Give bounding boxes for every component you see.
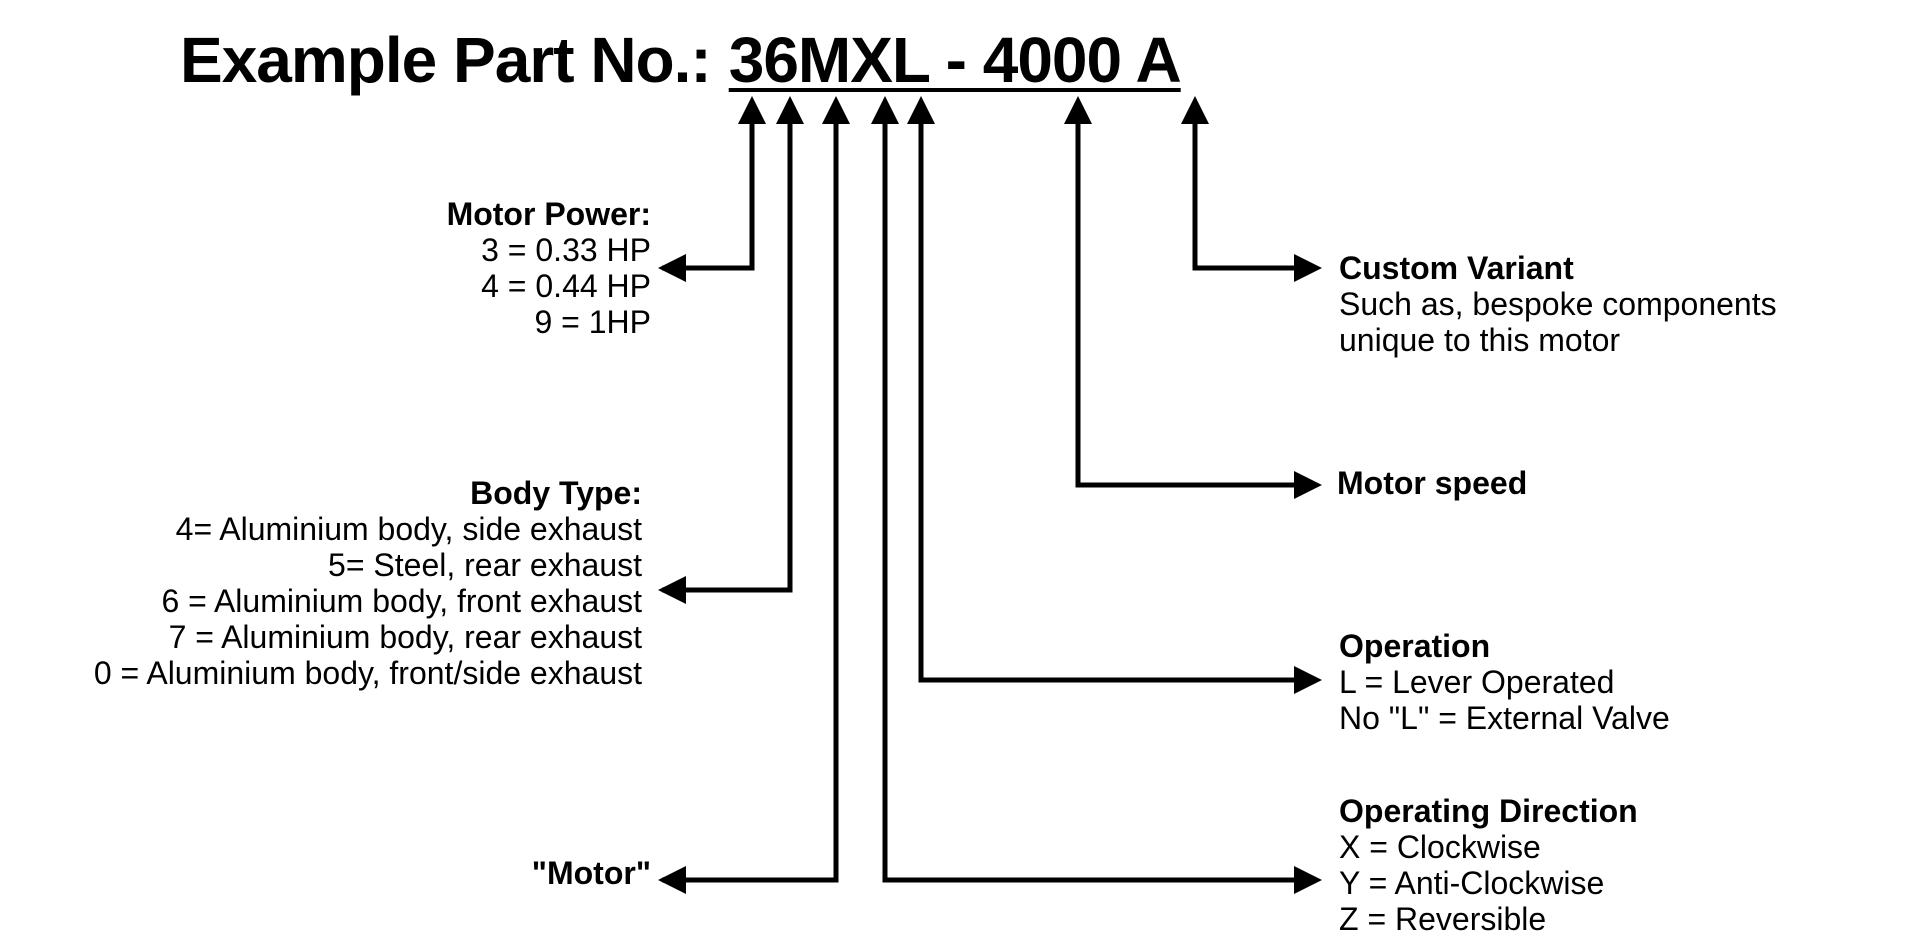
arrow-operating-direction — [882, 123, 1306, 883]
operating-direction-line: Y = Anti-Clockwise — [1339, 865, 1605, 901]
diagram-title: Example Part No.:36MXL - 4000 A — [180, 22, 1182, 98]
body-type-line: 6 = Aluminium body, front exhaust — [161, 583, 642, 619]
arrowhead-left-body-type — [658, 576, 686, 604]
body-type-line: 5= Steel, rear exhaust — [328, 547, 642, 583]
arrowhead-left-motor-power — [658, 254, 686, 282]
custom-variant-line: Such as, bespoke components — [1339, 286, 1777, 322]
arrowhead-up-3 — [738, 96, 766, 124]
arrowhead-up-6 — [776, 96, 804, 124]
part-number-code: 36MXL - 4000 A — [728, 24, 1182, 96]
motor-power-line: 9 = 1HP — [534, 304, 651, 340]
motor-power-label: Motor Power: 3 = 0.33 HP 4 = 0.44 HP 9 =… — [447, 196, 651, 340]
body-type-line: 4= Aluminium body, side exhaust — [175, 511, 642, 547]
arrowhead-up-4000 — [1064, 96, 1092, 124]
operation-heading: Operation — [1339, 628, 1491, 664]
operating-direction-label: Operating Direction X = Clockwise Y = An… — [1339, 793, 1638, 937]
body-type-heading: Body Type: — [470, 475, 642, 511]
arrow-motor-speed — [1075, 123, 1306, 488]
arrowhead-right-operating-direction — [1294, 866, 1322, 894]
custom-variant-line: unique to this motor — [1339, 322, 1621, 358]
motor-speed-label: Motor speed — [1337, 465, 1528, 501]
arrowhead-up-a — [1181, 96, 1209, 124]
body-type-label: Body Type: 4= Aluminium body, side exhau… — [94, 475, 642, 691]
custom-variant-label: Custom Variant Such as, bespoke componen… — [1339, 250, 1777, 358]
motor-label: "Motor" — [531, 855, 651, 891]
operating-direction-line: X = Clockwise — [1339, 829, 1541, 865]
title-label: Example Part No.: — [180, 24, 712, 96]
arrow-motor — [662, 123, 839, 883]
arrow-operation — [918, 123, 1306, 683]
arrowhead-right-motor-speed — [1294, 471, 1322, 499]
arrowhead-right-custom-variant — [1294, 254, 1322, 282]
motor-power-line: 3 = 0.33 HP — [481, 232, 651, 268]
operating-direction-line: Z = Reversible — [1339, 901, 1547, 937]
arrow-custom-variant — [1192, 123, 1306, 271]
body-type-line: 7 = Aluminium body, rear exhaust — [168, 619, 642, 655]
arrowhead-up-l — [907, 96, 935, 124]
arrowhead-left-motor — [658, 866, 686, 894]
operating-direction-heading: Operating Direction — [1339, 793, 1638, 829]
arrowhead-up-x — [871, 96, 899, 124]
body-type-line: 0 = Aluminium body, front/side exhaust — [93, 655, 642, 691]
arrowhead-up-m — [822, 96, 850, 124]
custom-variant-heading: Custom Variant — [1339, 250, 1574, 286]
arrowhead-right-operation — [1294, 666, 1322, 694]
operation-line: No "L" = External Valve — [1339, 700, 1670, 736]
motor-power-line: 4 = 0.44 HP — [481, 268, 651, 304]
operation-label: Operation L = Lever Operated No "L" = Ex… — [1339, 628, 1670, 736]
motor-power-heading: Motor Power: — [446, 196, 651, 232]
arrow-body-type — [662, 123, 793, 593]
arrow-motor-power — [662, 123, 755, 271]
operation-line: L = Lever Operated — [1339, 664, 1615, 700]
